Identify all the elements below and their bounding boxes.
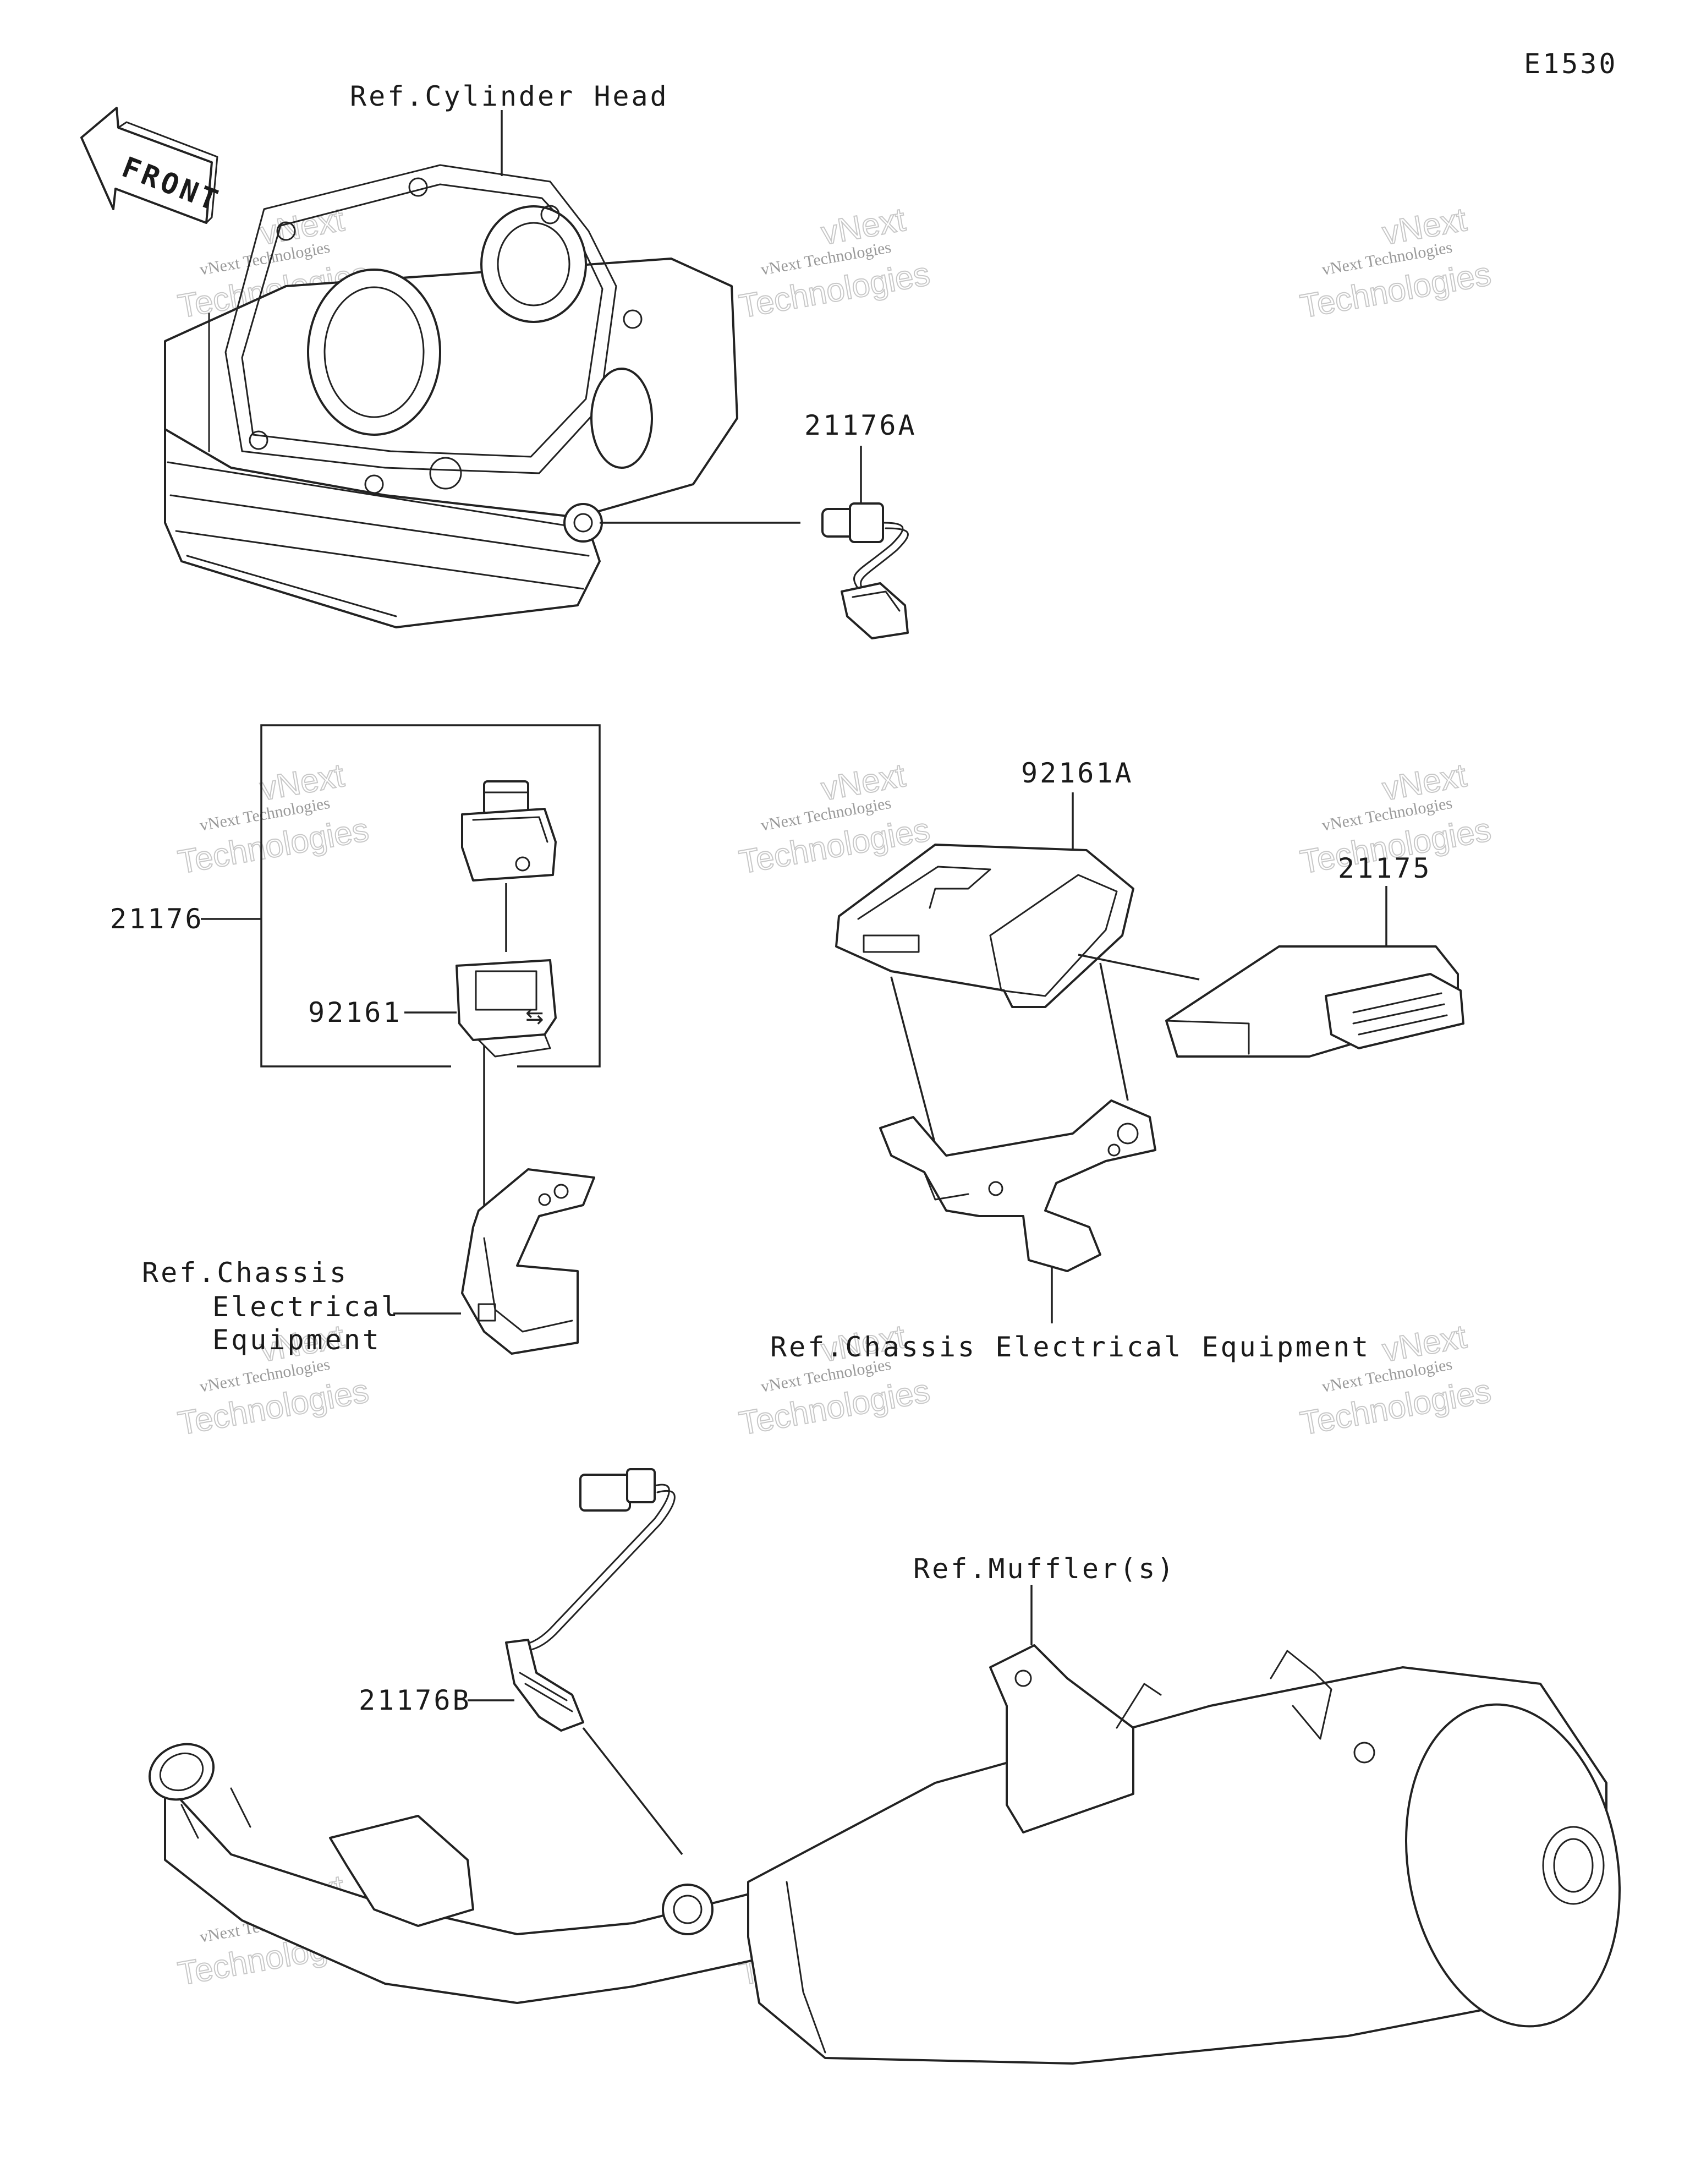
connector-illustration — [461, 780, 557, 882]
part-21176a-label: 21176A — [804, 409, 917, 441]
diagram-id: E1530 — [1524, 48, 1618, 80]
ecu-holder-92161a-illustration — [835, 844, 1134, 1008]
ref-cylinder-head-label: Ref.Cylinder Head — [350, 80, 669, 112]
ref-chassis-left-line3: Equipment — [212, 1324, 381, 1356]
part-21176b-label: 21176B — [359, 1684, 471, 1716]
ref-chassis-left-line2: Electrical — [212, 1291, 400, 1323]
o2-sensor-21176b-illustration — [505, 1468, 676, 1732]
ecu-connector-pins — [1352, 992, 1448, 1036]
muffler-illustration — [148, 1644, 1621, 2065]
sensor-21176a-illustration — [821, 502, 909, 639]
leader-line — [1099, 962, 1129, 1101]
leader-line — [582, 1727, 683, 1855]
leader-line — [1078, 954, 1200, 981]
part-92161-label: 92161 — [308, 997, 402, 1028]
part-92161a-label: 92161A — [1021, 757, 1134, 789]
chassis-bracket-left-illustration — [461, 1168, 595, 1355]
ref-mufflers-label: Ref.Muffler(s) — [913, 1553, 1176, 1585]
ref-chassis-right-label: Ref.Chassis Electrical Equipment — [770, 1331, 1370, 1363]
chassis-bracket-right-illustration — [879, 1099, 1156, 1272]
leader-line — [890, 976, 936, 1145]
part-21176-label: 21176 — [110, 903, 204, 935]
front-arrow-icon: FRONT — [80, 107, 225, 224]
part-21175-label: 21175 — [1338, 852, 1432, 884]
kit-bracket-box — [201, 724, 601, 1068]
ecu-21175-illustration — [1165, 945, 1464, 1058]
svg-text:⇆: ⇆ — [525, 1004, 544, 1029]
cylinder-head-illustration — [164, 164, 738, 628]
connector-holder-92161-illustration: ⇆ — [456, 959, 557, 1058]
ref-chassis-left-line1: Ref.Chassis — [142, 1257, 348, 1289]
